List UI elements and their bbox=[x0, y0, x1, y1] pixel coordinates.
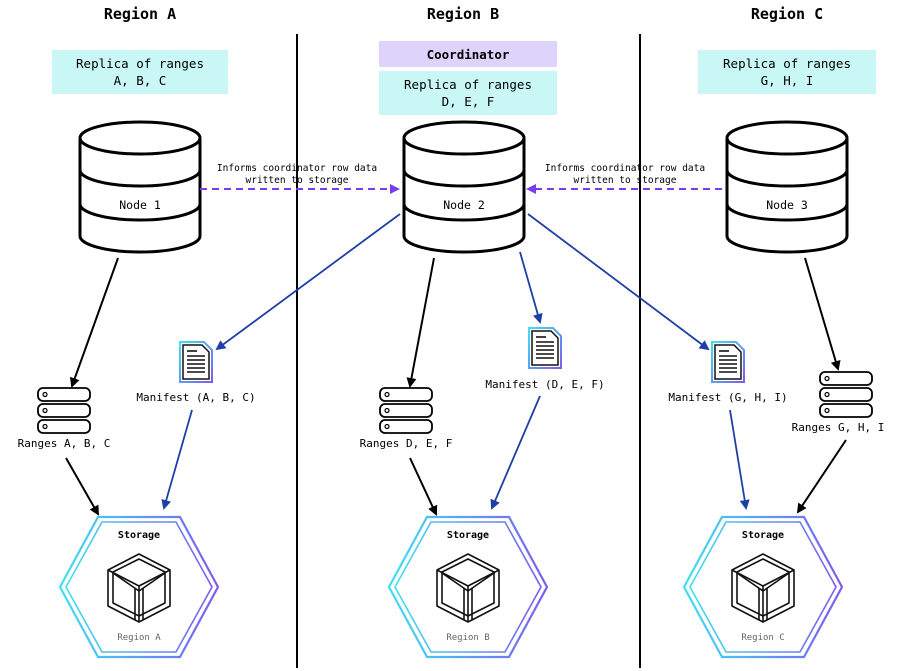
coordinator-box: Coordinator bbox=[379, 41, 557, 67]
inform-note-right-line-2: written to storage bbox=[573, 175, 677, 186]
node-2-database-icon bbox=[402, 120, 526, 254]
storage-a-title: Storage bbox=[117, 530, 161, 541]
replica-box-region-b: Replica of ranges D, E, F bbox=[379, 71, 557, 115]
arrow-manifest-d-storage bbox=[490, 395, 541, 510]
replica-a-line-1: Replica of ranges bbox=[76, 56, 204, 71]
arrow-ranges-a-storage bbox=[65, 457, 99, 516]
inform-note-left-line-2: written to storage bbox=[245, 175, 349, 186]
replica-box-region-a: Replica of ranges A, B, C bbox=[52, 50, 228, 94]
replica-c-line-2: G, H, I bbox=[760, 73, 814, 88]
manifest-d-document-icon bbox=[528, 327, 562, 369]
ranges-a-servers-icon bbox=[37, 387, 91, 434]
node-2-label: Node 2 bbox=[443, 198, 485, 212]
arrow-ranges-g-storage bbox=[796, 439, 847, 514]
storage-c-title: Storage bbox=[741, 530, 785, 541]
inform-note-right-line-1: Informs coordinator row data bbox=[544, 163, 706, 174]
arrow-manifest-g-storage bbox=[729, 409, 750, 510]
manifest-a-document-icon bbox=[179, 341, 213, 383]
ranges-g-label: Ranges G, H, I bbox=[791, 421, 885, 434]
node-3-label: Node 3 bbox=[766, 198, 808, 212]
node-1-label: Node 1 bbox=[119, 198, 161, 212]
replica-b-line-1: Replica of ranges bbox=[404, 77, 532, 92]
node-1-database-icon bbox=[78, 120, 202, 254]
node-3-database-icon bbox=[725, 120, 849, 254]
replica-b-line-2: D, E, F bbox=[441, 94, 495, 109]
region-c-title: Region C bbox=[750, 5, 824, 23]
storage-b-title: Storage bbox=[446, 530, 490, 541]
ranges-a-label: Ranges A, B, C bbox=[17, 437, 111, 450]
ranges-g-servers-icon bbox=[819, 371, 873, 418]
inform-note-left: Informs coordinator row data written to … bbox=[205, 163, 389, 187]
inform-note-left-line-1: Informs coordinator row data bbox=[216, 163, 378, 174]
ranges-d-servers-icon bbox=[379, 387, 433, 434]
arrow-node2-manifest-d bbox=[519, 251, 543, 324]
arrow-node2-manifest-g bbox=[527, 213, 710, 351]
storage-c-region: Region C bbox=[741, 633, 785, 643]
arrow-node1-ranges bbox=[70, 257, 119, 388]
inform-note-right: Informs coordinator row data written to … bbox=[533, 163, 717, 187]
arrow-node2-ranges bbox=[406, 257, 435, 388]
arrow-node2-manifest-a bbox=[215, 213, 401, 351]
manifest-d-label: Manifest (D, E, F) bbox=[485, 378, 605, 391]
region-a-title: Region A bbox=[103, 5, 177, 23]
storage-a-region: Region A bbox=[117, 633, 161, 643]
arrow-node3-ranges bbox=[804, 257, 841, 371]
region-b-title: Region B bbox=[426, 5, 500, 23]
replica-c-line-1: Replica of ranges bbox=[723, 56, 851, 71]
arrow-ranges-d-storage bbox=[409, 457, 438, 516]
manifest-g-label: Manifest (G, H, I) bbox=[668, 391, 788, 404]
manifest-a-label: Manifest (A, B, C) bbox=[136, 391, 256, 404]
replica-box-region-c: Replica of ranges G, H, I bbox=[698, 50, 876, 94]
arrow-manifest-a-storage bbox=[161, 409, 193, 510]
replica-a-line-2: A, B, C bbox=[113, 73, 167, 88]
manifest-g-document-icon bbox=[711, 341, 745, 383]
storage-b-region: Region B bbox=[446, 633, 490, 643]
ranges-d-label: Ranges D, E, F bbox=[359, 437, 453, 450]
